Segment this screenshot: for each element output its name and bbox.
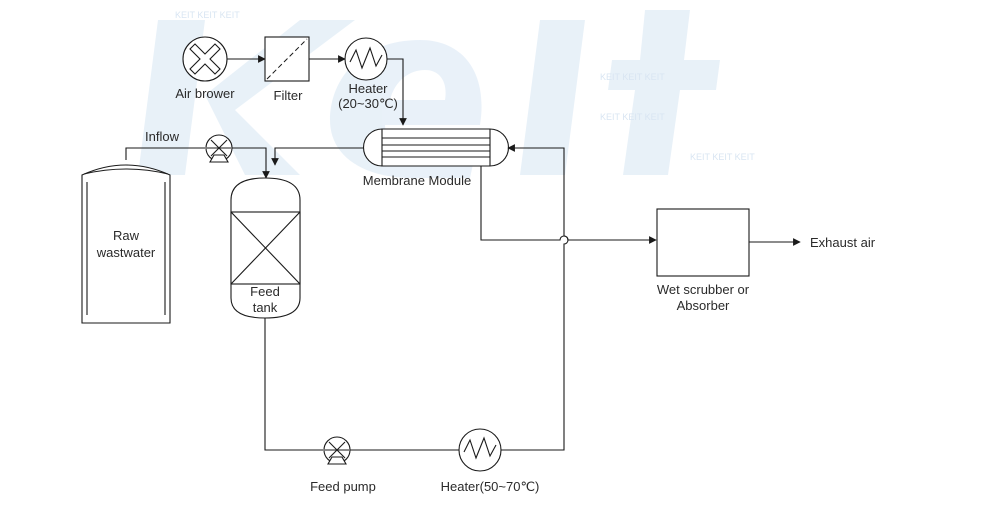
wet-scrubber-label-2: Absorber bbox=[677, 298, 730, 313]
inflow-label: Inflow bbox=[145, 129, 180, 144]
watermark-tile: KEIT KEIT KEIT bbox=[600, 72, 665, 82]
wet-scrubber-box bbox=[656, 208, 750, 277]
flow-line bbox=[271, 147, 364, 166]
heater-top-icon bbox=[344, 37, 388, 81]
flow-line bbox=[125, 147, 205, 160]
feed-tank-icon bbox=[230, 177, 301, 319]
watermark-tile: KEIT KEIT KEIT bbox=[690, 152, 755, 162]
heater-bottom-label: Heater(50~70℃) bbox=[441, 479, 540, 494]
flow-line bbox=[264, 318, 323, 451]
air-blower-icon bbox=[182, 36, 228, 82]
heater-bottom-icon bbox=[458, 428, 502, 472]
feed-pump-icon bbox=[323, 436, 351, 465]
air-blower-label: Air brower bbox=[175, 86, 235, 101]
heater-top-label: Heater bbox=[348, 81, 388, 96]
watermark-tile: KEIT KEIT KEIT bbox=[600, 112, 665, 122]
heater-top-temp-label: (20~30℃) bbox=[338, 96, 398, 111]
filter-label: Filter bbox=[274, 88, 304, 103]
feed-tank-label: Feed bbox=[250, 284, 280, 299]
flow-line bbox=[232, 147, 270, 179]
raw-wastewater-label: Raw bbox=[113, 228, 140, 243]
flow-line bbox=[501, 144, 569, 451]
membrane-module-icon bbox=[363, 128, 509, 167]
filter-icon bbox=[264, 36, 310, 82]
inflow-pump-icon bbox=[205, 134, 233, 163]
flow-line bbox=[480, 166, 657, 244]
raw-wastewater-tank-icon bbox=[81, 164, 171, 324]
flow-line bbox=[387, 58, 407, 126]
wet-scrubber-label: Wet scrubber or bbox=[657, 282, 750, 297]
feed-tank-label-2: tank bbox=[253, 300, 278, 315]
membrane-module-label: Membrane Module bbox=[363, 173, 471, 188]
exhaust-air-label: Exhaust air bbox=[810, 235, 876, 250]
feed-pump-label: Feed pump bbox=[310, 479, 376, 494]
watermark-tile: KEIT KEIT KEIT bbox=[175, 10, 240, 20]
raw-wastewater-label-2: wastwater bbox=[96, 245, 156, 260]
